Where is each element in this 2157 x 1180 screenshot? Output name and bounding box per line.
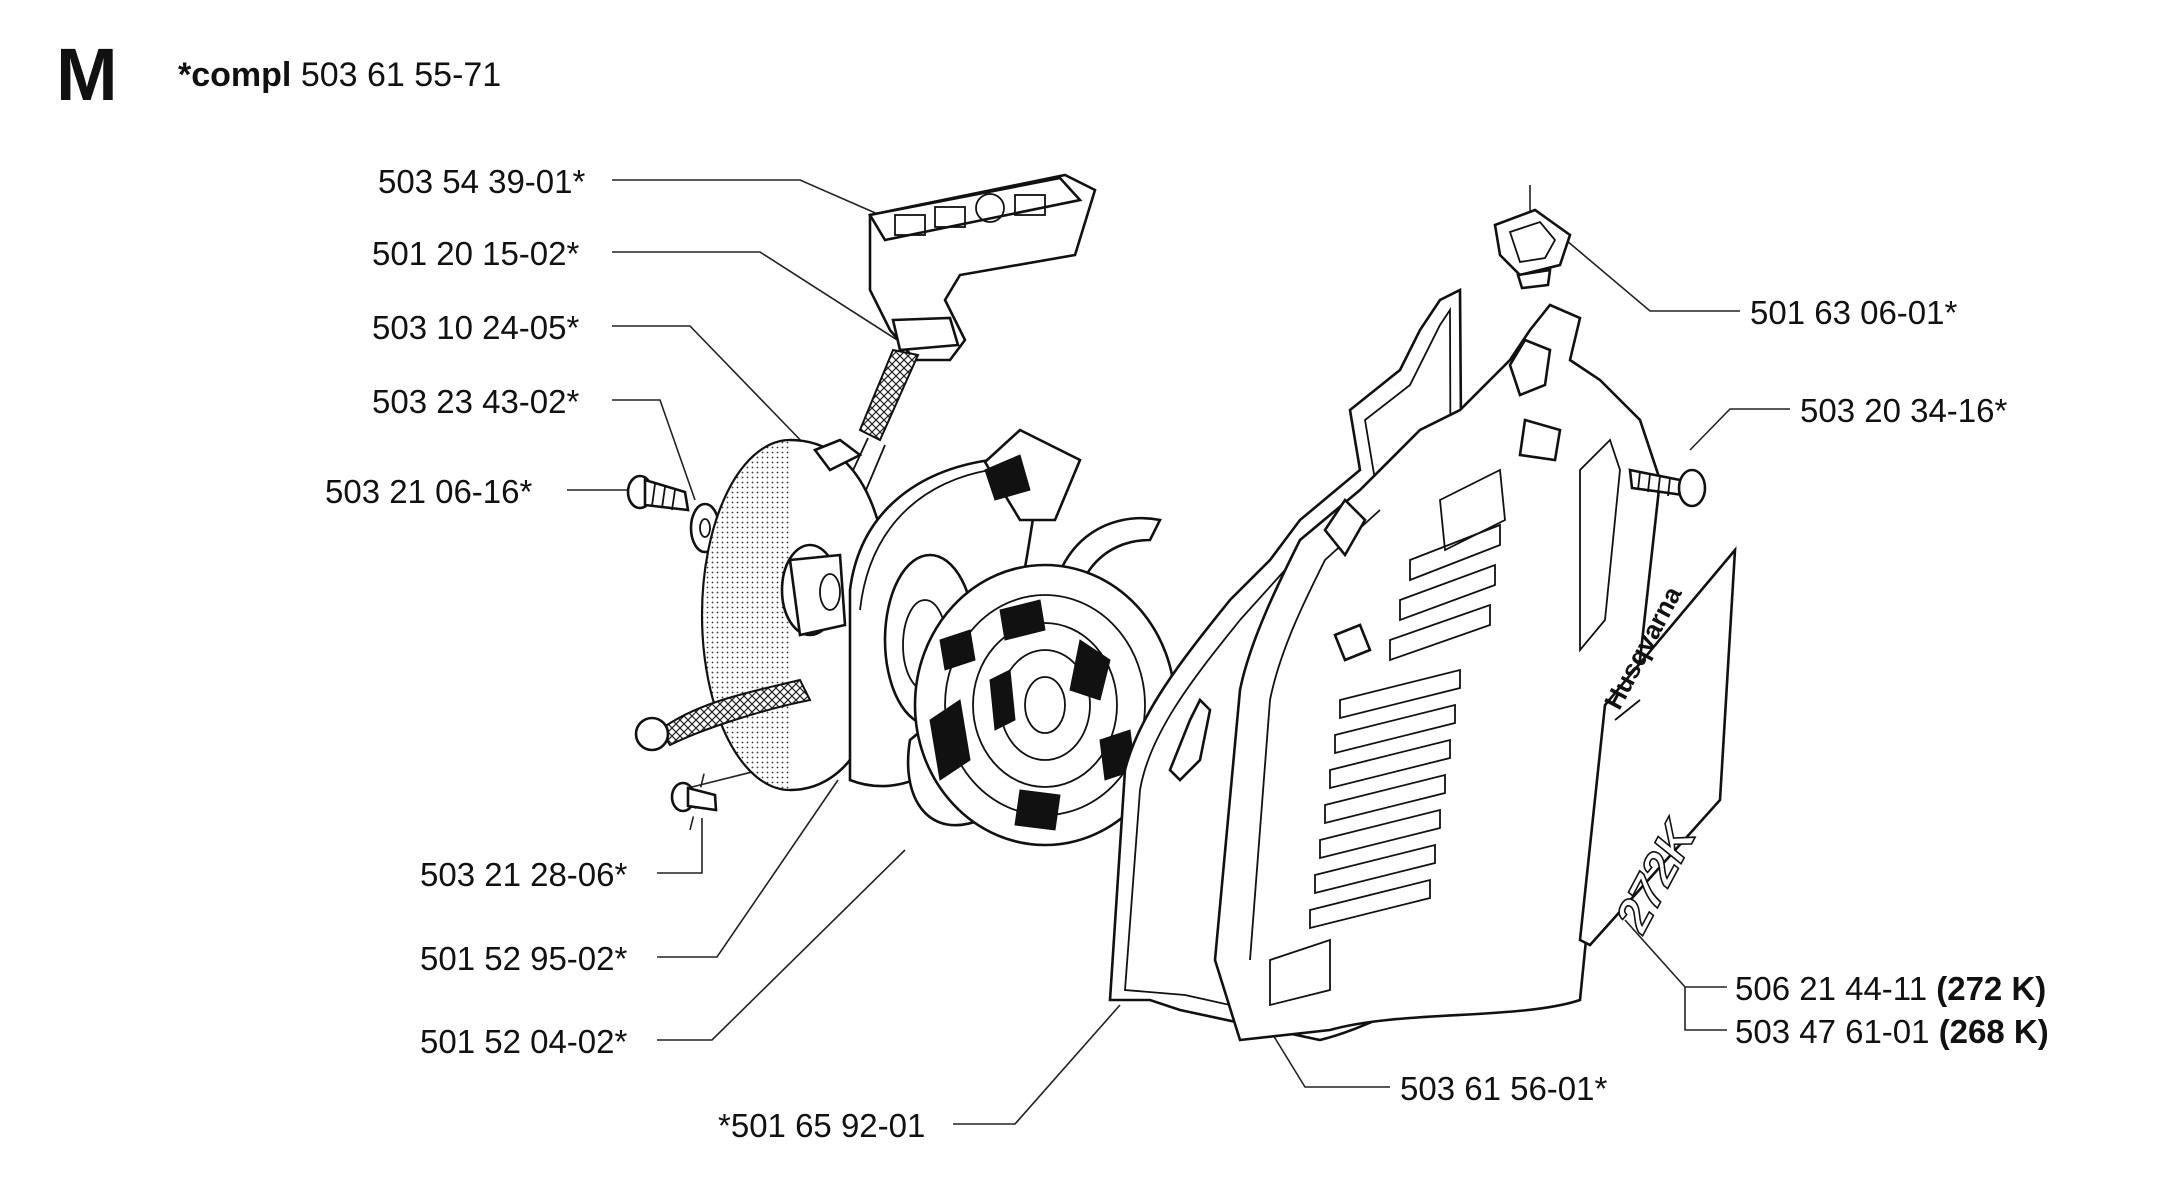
compl-prefix: *compl — [178, 56, 292, 94]
starter-handle — [828, 173, 1097, 530]
label-screw-right: 503 20 34-16* — [1800, 392, 2008, 429]
starter-cover — [1213, 303, 1662, 1042]
leader-lines — [567, 179, 1790, 1125]
decal-268k-model: (268 K) — [1938, 1013, 2049, 1050]
label-pulley: 503 10 24-05* — [372, 309, 580, 346]
label-decal-272k: 506 21 44-11 (272 K) — [1735, 972, 2046, 1005]
complete-assembly-number: *compl 503 61 55-71 — [178, 58, 501, 92]
screw-right — [1628, 468, 1707, 508]
label-decal-268k: 503 47 61-01 (268 K) — [1735, 1015, 2049, 1048]
screw-small — [670, 781, 718, 813]
screw-left — [626, 474, 690, 512]
label-handle: 503 54 39-01* — [378, 163, 586, 200]
decal-268k-number: 503 47 61-01 — [1735, 1013, 1930, 1050]
label-screw-small: 503 21 28-06* — [420, 856, 628, 893]
label-gasket: *501 65 92-01 — [718, 1107, 926, 1144]
decal-plate — [1578, 546, 1737, 947]
label-spring: 501 52 04-02* — [420, 1023, 628, 1060]
label-washer: 503 23 43-02* — [372, 383, 580, 420]
decal-272k-number: 506 21 44-11 — [1735, 970, 1928, 1007]
decal-272k-model: (272 K) — [1936, 970, 2047, 1007]
label-rope: 501 20 15-02* — [372, 235, 580, 272]
grommet — [1493, 208, 1572, 290]
compl-number: 503 61 55-71 — [300, 56, 502, 94]
label-plate: 501 52 95-02* — [420, 940, 628, 977]
label-grommet: 501 63 06-01* — [1750, 294, 1958, 331]
section-letter: M — [56, 33, 118, 116]
label-cover: 503 61 56-01* — [1400, 1070, 1608, 1107]
label-screw-left: 503 21 06-16* — [325, 473, 533, 510]
